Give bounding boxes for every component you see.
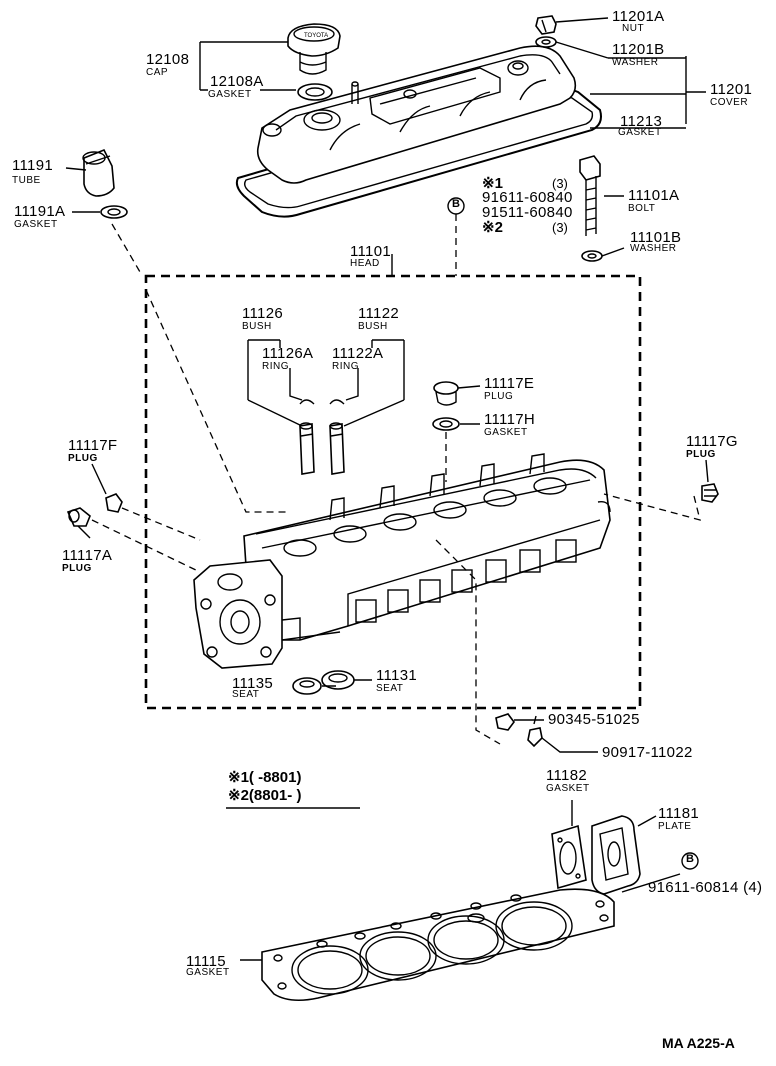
part-number-11101: 11101: [350, 243, 391, 260]
part-name-washer: WASHER: [612, 57, 659, 68]
part-number-11182: 11182: [546, 767, 587, 784]
ref-marker-label-lower: B: [686, 853, 694, 865]
variant-mark-2: ※2: [482, 219, 503, 236]
plug-90345: [495, 713, 515, 731]
part-name-gasket-12108a: GASKET: [208, 89, 252, 100]
part-number-11191: 11191: [12, 157, 53, 174]
dashed-connections: [91, 214, 701, 745]
part-number-12108a: 12108A: [210, 73, 264, 90]
variant-number-2: 91511-60840: [482, 204, 573, 221]
part-name-bolt: BOLT: [628, 203, 656, 214]
cap-brand-mark: TOYOTA: [304, 33, 328, 39]
note-variant-2: ※2(8801- ): [228, 787, 302, 804]
part-name-seat-11131: SEAT: [376, 683, 404, 694]
part-name-plate: PLATE: [658, 821, 692, 832]
part-name-plug-11117e: PLUG: [484, 391, 514, 402]
head-gasket: [261, 888, 615, 1002]
plug-11117g: [701, 483, 719, 503]
gasket-11182: [551, 824, 587, 890]
variant-number-1: 91611-60840: [482, 189, 573, 206]
part-number-11117f: 11117F: [68, 437, 118, 454]
part-number-90917: 90917-11022: [602, 744, 693, 761]
part-number-11181: 11181: [658, 805, 699, 822]
valve-guide-bushes: [299, 422, 345, 475]
leader-lines: [65, 17, 709, 961]
head-bolt: [579, 155, 601, 236]
part-name-bush-11126: BUSH: [242, 321, 272, 332]
part-number-11126a: 11126A: [262, 345, 314, 362]
plug-11117f: [105, 493, 123, 513]
part-number-11117g: 11117G: [686, 433, 738, 450]
ref-marker-b-lower: [681, 852, 699, 870]
part-name-gasket-11115: GASKET: [186, 967, 230, 978]
ref-marker-b-upper: [447, 197, 465, 215]
plug-11117a: [66, 507, 91, 527]
oil-filler-cap: TOYOTA: [287, 23, 341, 75]
washer-11201b: [535, 36, 557, 48]
part-number-91611: 91611-60814 (4): [648, 879, 763, 896]
variant-qty-2: (3): [552, 220, 568, 235]
part-number-11126: 11126: [242, 305, 283, 322]
part-name-plug-11117f: PLUG: [68, 453, 98, 464]
part-name-cover: COVER: [710, 97, 749, 108]
part-name-tube: TUBE: [12, 175, 41, 186]
part-name-plug-11117g: PLUG: [686, 449, 716, 460]
part-number-11131: 11131: [376, 667, 417, 684]
part-number-11213: 11213: [620, 113, 663, 130]
part-number-11117h: 11117H: [484, 411, 536, 428]
part-number-11201b: 11201B: [612, 41, 665, 58]
part-number-11115: 11115: [186, 953, 226, 970]
part-name-gasket-11191a: GASKET: [14, 219, 58, 230]
part-number-11122a: 11122A: [332, 345, 384, 362]
plug-11117e: [433, 381, 459, 406]
nut-11201a: [535, 15, 557, 35]
part-number-11191a: 11191A: [14, 203, 66, 220]
diagram-code: MA A225-A: [662, 1035, 735, 1051]
part-name-seat-11135: SEAT: [232, 689, 260, 700]
plate-11181: [591, 815, 641, 895]
tube-11191: [82, 148, 115, 197]
part-number-11135: 11135: [232, 675, 273, 692]
part-name-ring-11126a: RING: [262, 361, 289, 372]
part-number-12108: 12108: [146, 51, 190, 68]
part-number-11122: 11122: [358, 305, 399, 322]
head-assembly-border: [144, 274, 642, 710]
part-number-11117e: 11117E: [484, 375, 535, 392]
part-number-11201a: 11201A: [612, 8, 665, 25]
part-number-11101a: 11101A: [628, 187, 680, 204]
variant-qty-1: (3): [552, 176, 568, 191]
part-name-plug-11117a: PLUG: [62, 563, 92, 574]
part-name-head: HEAD: [350, 258, 380, 269]
cap-gasket: [297, 83, 333, 101]
part-name-washer-11101b: WASHER: [630, 243, 677, 254]
cylinder-head: [193, 453, 611, 669]
ref-marker-label-upper: B: [452, 198, 460, 210]
part-name-gasket-11117h: GASKET: [484, 427, 528, 438]
part-number-11117a: 11117A: [62, 547, 113, 564]
part-name-gasket-11182: GASKET: [546, 783, 590, 794]
part-name-gasket-11213: GASKET: [618, 127, 662, 138]
part-number-90345: 90345-51025: [548, 711, 640, 728]
part-number-11101b: 11101B: [630, 229, 682, 246]
variant-mark-1: ※1: [482, 175, 503, 192]
head-bolt-washer: [581, 250, 603, 262]
part-name-cap: CAP: [146, 67, 169, 78]
valve-seats: [292, 670, 355, 695]
part-name-nut: NUT: [622, 23, 645, 34]
note-variant-1: ※1( -8801): [228, 769, 302, 786]
part-number-11201: 11201: [710, 81, 753, 98]
gasket-11117h: [432, 417, 460, 431]
tube-gasket-11191a: [100, 205, 128, 219]
valve-cover: [256, 45, 577, 184]
sensor-90917: [527, 715, 543, 748]
part-name-ring-11122a: RING: [332, 361, 359, 372]
part-name-bush-11122: BUSH: [358, 321, 388, 332]
snap-rings: [299, 399, 345, 405]
